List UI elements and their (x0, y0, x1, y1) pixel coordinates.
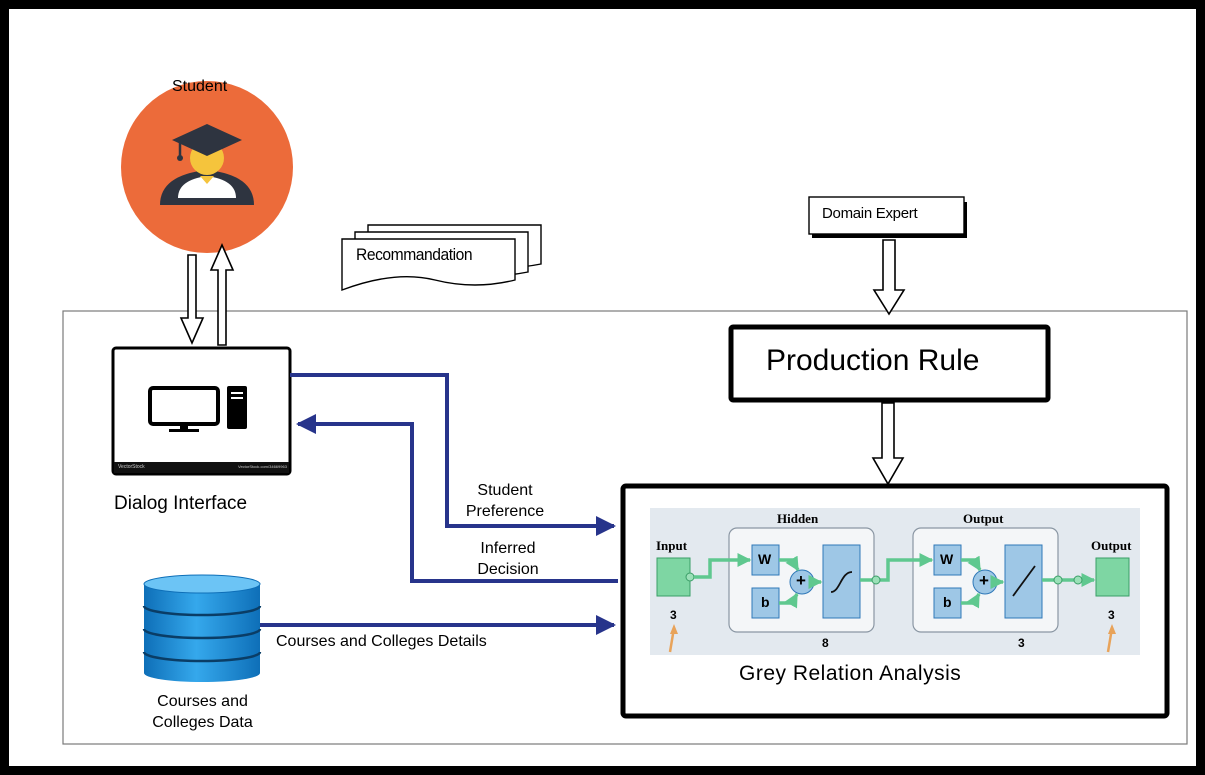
desktop-computer-icon (148, 386, 247, 432)
domain-expert-label: Domain Expert (822, 205, 918, 222)
hidden-bias-node (751, 587, 780, 619)
hidden-weight-symbol: W (758, 551, 772, 567)
nn-hidden-label: Hidden (777, 511, 819, 526)
nn-output-size: 3 (1108, 608, 1115, 622)
hidden-weight-node (751, 544, 780, 576)
recommendation-document-icon (341, 224, 542, 292)
production-rule-label: Production Rule (766, 344, 980, 377)
output-weight-node (933, 544, 962, 576)
nn-output-layer-label: Output (963, 511, 1004, 526)
network-connectors (694, 553, 1096, 609)
inferred-decision-label: Inferred Decision (477, 540, 539, 578)
student-avatar-icon (121, 81, 293, 253)
student-preference-label: Student Preference (465, 482, 545, 520)
nn-input-label: Input (656, 538, 688, 553)
grey-relation-analysis-label: Grey Relation Analysis (739, 662, 962, 685)
recommendation-label: Recommandation (356, 245, 473, 264)
courses-details-label: Courses and Colleges Details (276, 633, 487, 650)
nn-hidden-size: 8 (822, 636, 829, 650)
student-preference-flow (290, 373, 616, 536)
screen-brand-label: VectorStock (118, 464, 145, 470)
domain-expert-box (808, 196, 967, 238)
inferred-decision-flow (296, 414, 618, 583)
hidden-sum-symbol: + (796, 571, 806, 590)
production-rule-box (728, 324, 1051, 403)
output-bias-symbol: b (943, 594, 952, 610)
output-sum-symbol: + (979, 571, 989, 590)
linear-curve-icon (1012, 565, 1036, 597)
hidden-bias-symbol: b (761, 594, 770, 610)
output-weight-symbol: W (940, 551, 954, 567)
student-label: Student (172, 78, 228, 95)
database-label: Courses and Colleges Data (152, 693, 253, 731)
system-boundary (62, 310, 1188, 745)
input-node (656, 557, 691, 597)
output-node (1095, 557, 1130, 597)
nn-output-label: Output (1091, 538, 1132, 553)
expert-to-rule-arrow (872, 239, 906, 316)
nn-output-layer-size: 3 (1018, 636, 1025, 650)
output-bias-node (933, 587, 962, 619)
screen-caption-label: VectorStock.com/34669963 (238, 464, 287, 469)
sigmoid-curve-icon (830, 571, 853, 593)
dialog-interface-label: Dialog Interface (114, 493, 248, 514)
dialog-to-student-arrow (209, 243, 235, 346)
nn-input-size: 3 (670, 608, 677, 622)
rule-to-analysis-arrow (871, 402, 905, 486)
database-icon (142, 574, 262, 682)
student-to-dialog-arrow (179, 254, 205, 345)
